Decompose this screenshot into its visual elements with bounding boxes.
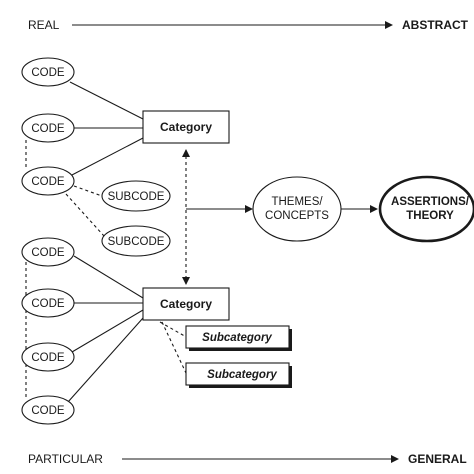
code-node-7: CODE (21, 395, 75, 425)
code-node-3: CODE (21, 166, 75, 196)
code-label: CODE (31, 298, 65, 310)
subcode-label: SUBCODE (108, 191, 165, 203)
connector-code3-subcode2 (65, 193, 105, 237)
code-label: CODE (31, 176, 65, 188)
code-label: CODE (31, 67, 65, 79)
subcode-node-1: SUBCODE (101, 180, 171, 212)
category-box-1: Category (142, 110, 230, 144)
category-label: Category (160, 297, 212, 311)
connector-category2-subcategory2 (161, 321, 187, 374)
axis-label-general: GENERAL (408, 452, 467, 466)
subcode-node-2: SUBCODE (101, 225, 171, 257)
themes-label-line2: CONCEPTS (265, 210, 329, 222)
category-box-2: Category (142, 287, 230, 321)
code-node-4: CODE (21, 237, 75, 267)
code-label: CODE (31, 352, 65, 364)
category-label: Category (160, 120, 212, 134)
subcode-label: SUBCODE (108, 236, 165, 248)
code-node-5: CODE (21, 288, 75, 318)
code-node-2: CODE (21, 113, 75, 143)
code-node-1: CODE (21, 57, 75, 87)
assertions-label-line2: THEORY (406, 210, 454, 222)
code-label: CODE (31, 405, 65, 417)
themes-label-line1: THEMES/ (271, 196, 323, 208)
subcategory-box-2: Subcategory (185, 362, 292, 388)
axis-label-abstract: ABSTRACT (402, 18, 469, 32)
subcategory-label: Subcategory (202, 332, 272, 344)
code-label: CODE (31, 123, 65, 135)
connector-code1-category1 (69, 81, 144, 120)
connector-category2-subcategory1 (159, 321, 189, 339)
subcategory-box-1: Subcategory (185, 325, 292, 351)
code-node-6: CODE (21, 342, 75, 372)
axis-label-real: REAL (28, 18, 60, 32)
subcategory-label: Subcategory (207, 369, 277, 381)
connector-code6-category2 (71, 309, 144, 353)
code-label: CODE (31, 247, 65, 259)
assertions-theory-node: ASSERTIONS/ THEORY (378, 175, 474, 243)
connector-code4-category2 (73, 255, 144, 299)
connector-code3-category1 (69, 137, 144, 177)
themes-concepts-node: THEMES/ CONCEPTS (252, 176, 342, 242)
axis-label-particular: PARTICULAR (28, 452, 103, 466)
assertions-label-line1: ASSERTIONS/ (391, 196, 470, 208)
connector-code3-subcode1 (73, 185, 103, 197)
connector-code7-category2 (67, 317, 144, 403)
